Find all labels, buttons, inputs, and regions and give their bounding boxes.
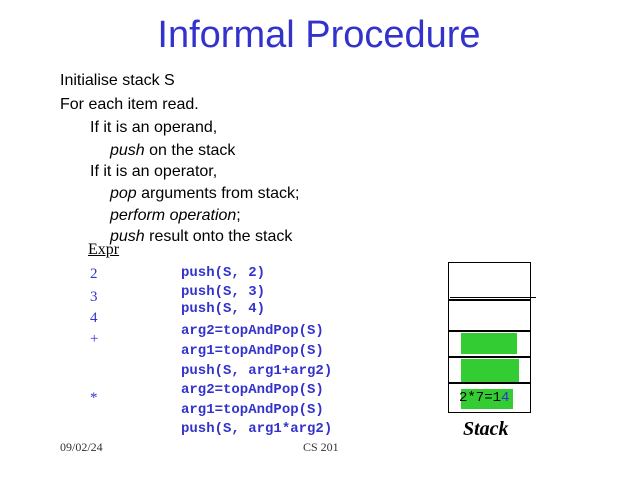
- push-result-keyword: push: [110, 228, 145, 245]
- code-line: push(S, arg1+arg2): [181, 363, 333, 379]
- procedure-line-push-result: push result onto the stack: [110, 228, 292, 246]
- pop-keyword: pop: [110, 185, 137, 202]
- expr-item: *: [90, 390, 98, 406]
- procedure-line-init: Initialise stack S: [60, 72, 175, 89]
- code-line: push(S, arg1*arg2): [181, 421, 333, 437]
- perform-text: ;: [236, 207, 241, 224]
- footer-course: CS 201: [303, 440, 339, 454]
- code-line: arg1=topAndPop(S): [181, 402, 324, 418]
- expr-item: 3: [90, 289, 98, 305]
- stack-slot-empty-top: [448, 262, 531, 300]
- footer-date: 09/02/24: [60, 440, 103, 454]
- stack-value-suffix: 4: [501, 390, 510, 406]
- code-line: push(S, 4): [181, 301, 266, 317]
- push-keyword: push: [110, 142, 145, 159]
- expr-item: 4: [90, 310, 98, 326]
- push-result-text: result onto the stack: [144, 228, 293, 245]
- expr-item: +: [90, 331, 99, 347]
- stack-divider: [450, 297, 536, 298]
- procedure-line-push-operand: push on the stack: [110, 142, 235, 160]
- procedure-line-perform: perform operation;: [110, 207, 241, 225]
- perform-keyword: perform operation: [110, 207, 237, 224]
- stack-slot-bottom: 2*7=14: [448, 383, 531, 413]
- expr-header: Expr: [88, 241, 120, 258]
- push-operand-text: on the stack: [144, 142, 236, 159]
- pop-text: arguments from stack;: [136, 185, 300, 202]
- procedure-line-foreach: For each item read.: [60, 96, 199, 113]
- code-line: arg2=topAndPop(S): [181, 323, 324, 339]
- stack-slot-empty: [448, 300, 531, 331]
- code-line: arg1=topAndPop(S): [181, 343, 324, 359]
- procedure-line-operand: If it is an operand,: [90, 119, 218, 136]
- procedure-line-operator: If it is an operator,: [90, 163, 218, 180]
- code-line: push(S, 3): [181, 284, 266, 300]
- stack-value-prefix: 2*7=1: [459, 390, 502, 406]
- expr-item: 2: [90, 266, 98, 282]
- stack-slot-green: [448, 331, 531, 357]
- stack-fill-block: [461, 333, 517, 354]
- code-line: push(S, 2): [181, 265, 266, 281]
- stack-fill-block: [461, 359, 519, 382]
- code-line: arg2=topAndPop(S): [181, 382, 324, 398]
- slide-title: Informal Procedure: [157, 14, 481, 56]
- stack-fill-block: [461, 389, 513, 409]
- stack-label: Stack: [463, 418, 509, 440]
- stack-bottom-value: 2*7=14: [459, 390, 509, 406]
- procedure-line-pop: pop arguments from stack;: [110, 185, 299, 203]
- stack-slot-green: [448, 357, 531, 383]
